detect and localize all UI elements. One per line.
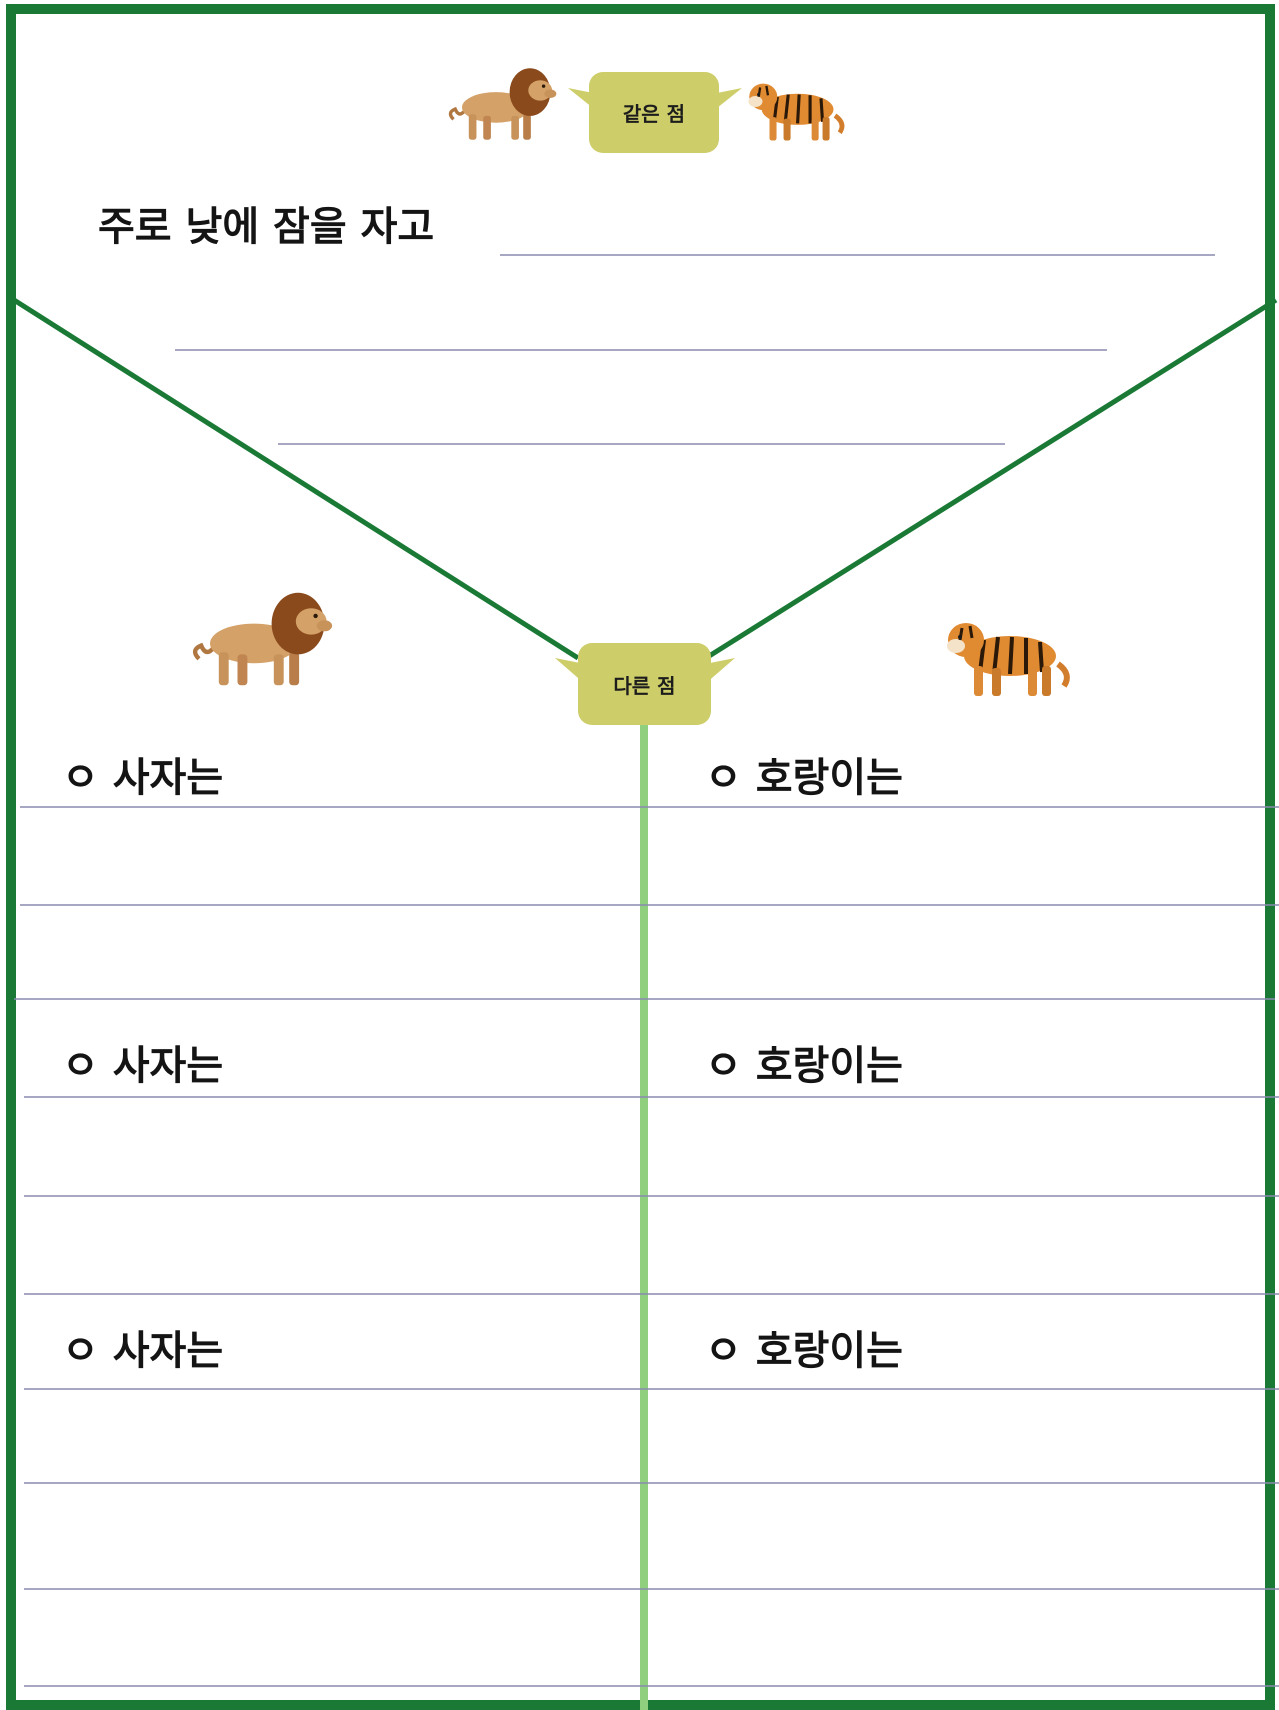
- tiger-item: ㅇ 호랑이는: [705, 1318, 903, 1376]
- tiger-item: ㅇ 호랑이는: [705, 745, 903, 803]
- different-label: 다른 점: [578, 670, 711, 699]
- tiger-icon: [947, 623, 1067, 696]
- tiger-item: ㅇ 호랑이는: [705, 1033, 903, 1091]
- lion-icon: [195, 593, 332, 685]
- same-prompt: 주로 낮에 잠을 자고: [98, 194, 434, 252]
- tiger-icon: [748, 84, 842, 141]
- lion-item: ㅇ 사자는: [62, 1318, 223, 1376]
- lion-icon: [450, 68, 556, 139]
- same-label: 같은 점: [589, 98, 719, 127]
- lion-item: ㅇ 사자는: [62, 745, 223, 803]
- lion-item: ㅇ 사자는: [62, 1033, 223, 1091]
